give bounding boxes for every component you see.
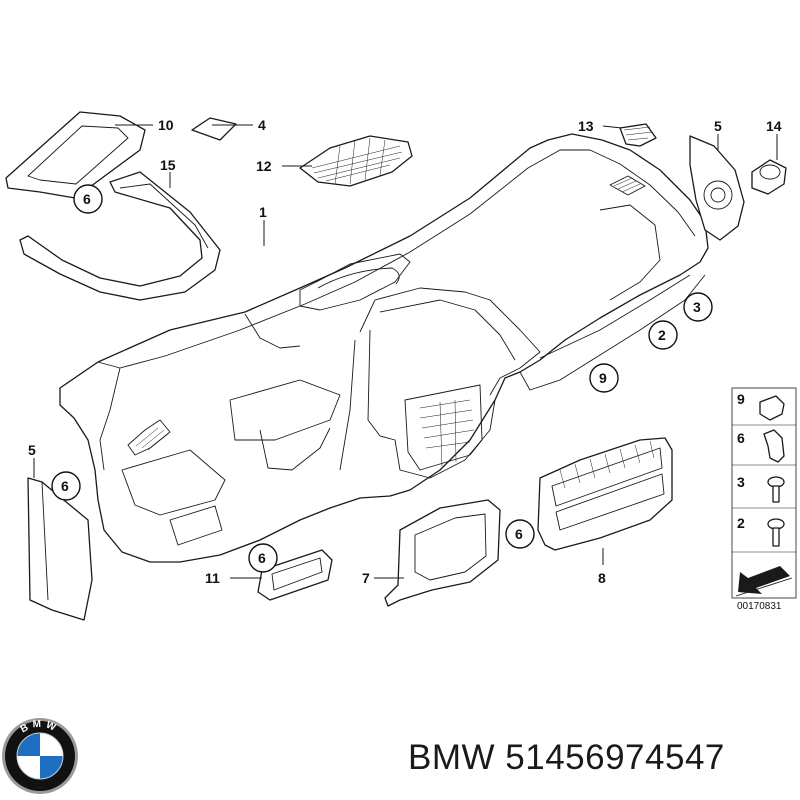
mounting-bracket-part-15 <box>19 171 221 301</box>
leader-lines <box>33 124 778 579</box>
cover-plate-part-4 <box>191 117 237 141</box>
screw-icon-3 <box>767 476 785 503</box>
callout-5a: 5 <box>714 118 722 134</box>
callout-6a: 6 <box>83 191 91 207</box>
callout-13: 13 <box>578 118 594 134</box>
spring-clip-icon <box>763 429 785 463</box>
fastener-legend: 9 6 3 2 <box>731 387 797 599</box>
callout-12: 12 <box>256 158 272 174</box>
side-cover-part-5-left <box>27 477 93 621</box>
callout-10: 10 <box>158 117 174 133</box>
air-vent-part-13 <box>619 123 657 147</box>
callout-circle-9 <box>589 363 619 393</box>
callout-11: 11 <box>205 570 220 586</box>
callout-circle-6a <box>73 184 103 214</box>
legend-label-9: 9 <box>737 391 745 407</box>
callout-9: 9 <box>599 370 607 386</box>
callout-circle-6c <box>248 543 278 573</box>
glovebox-frame-part-7 <box>384 499 501 607</box>
callout-circle-2 <box>648 320 678 350</box>
switch-part-14 <box>751 159 787 195</box>
legend-label-3: 3 <box>737 474 745 490</box>
legend-label-2: 2 <box>737 515 745 531</box>
callout-labels: 10 4 15 6 12 13 5 14 1 3 2 9 5 6 6 11 7 … <box>28 117 782 586</box>
legend-label-6: 6 <box>737 430 745 446</box>
dashboard-panel-part <box>59 133 709 563</box>
callout-5b: 5 <box>28 442 36 458</box>
direction-arrow-icon <box>735 566 793 597</box>
callout-circle-6d <box>505 519 535 549</box>
callout-6d: 6 <box>515 526 523 542</box>
callout-14: 14 <box>766 118 782 134</box>
trim-piece-part-11 <box>257 549 333 601</box>
side-cover-part-5-right <box>689 135 745 241</box>
callout-3: 3 <box>693 299 701 315</box>
callout-15: 15 <box>160 157 176 173</box>
center-trim-part-8 <box>537 437 673 551</box>
callout-circle-3 <box>683 292 713 322</box>
part-number-caption: BMW 51456974547 <box>408 738 725 777</box>
clip-nut-icon <box>759 395 785 421</box>
callout-1: 1 <box>259 204 267 220</box>
callout-8: 8 <box>598 570 606 586</box>
callout-2: 2 <box>658 327 666 343</box>
trim-frame-part-10 <box>5 111 146 199</box>
callout-4: 4 <box>258 117 266 133</box>
diagram-reference-code: 00170831 <box>737 601 782 612</box>
callout-circle-6b <box>51 471 81 501</box>
callout-6c: 6 <box>258 550 266 566</box>
bmw-roundel-logo: BMW <box>2 718 78 794</box>
speaker-grille-part-12 <box>299 135 413 187</box>
callout-6b: 6 <box>61 478 69 494</box>
callout-7: 7 <box>362 570 370 586</box>
screw-icon-2 <box>767 518 785 547</box>
